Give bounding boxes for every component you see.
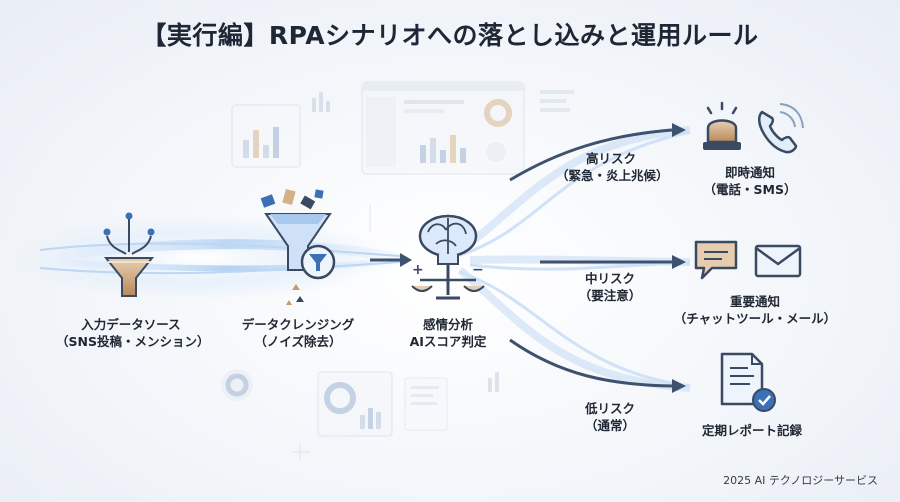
step-label: 感情分析 (422, 317, 473, 332)
mail-icon (754, 244, 802, 278)
risk-label: 低リスク (584, 401, 635, 416)
risk-high: 高リスク （緊急・炎上兆候） (556, 150, 669, 184)
action-immediate-notice: 即時通知 （電話・SMS） (690, 164, 810, 198)
action-label: 重要通知 (729, 294, 780, 309)
action-sublabel: （チャットツール・メール） (673, 311, 837, 326)
background-dashboards (221, 81, 574, 460)
footer-copyright: 2025 AI テクノロジーサービス (723, 474, 878, 487)
step-input-source: 入力データソース （SNS投稿・メンション） (56, 316, 210, 350)
step-sublabel: （ノイズ除去） (254, 334, 342, 349)
phone-icon (758, 103, 804, 154)
action-label: 即時通知 (724, 165, 775, 180)
chat-icon (694, 240, 738, 280)
action-sublabel: （電話・SMS） (703, 182, 797, 197)
svg-text:+: + (412, 262, 424, 278)
brain-scale-icon: + − (411, 214, 485, 300)
risk-label: 中リスク (584, 271, 635, 286)
action-label: 定期レポート記録 (701, 423, 802, 438)
input-funnel-icon (103, 212, 155, 297)
step-label: 入力データソース (81, 317, 181, 332)
flow-arrows (370, 123, 686, 393)
report-icon (720, 352, 776, 412)
step-data-cleansing: データクレンジング （ノイズ除去） (228, 316, 368, 350)
risk-low: 低リスク （通常） (560, 400, 660, 434)
action-periodic-report: 定期レポート記録 (682, 422, 822, 439)
cleansing-funnel-icon (260, 188, 336, 305)
action-important-notice: 重要通知 （チャットツール・メール） (660, 293, 850, 327)
step-sentiment-analysis: 感情分析 AIスコア判定 (398, 316, 498, 350)
risk-label: 高リスク (585, 151, 636, 166)
risk-sublabel: （要注意） (578, 288, 642, 303)
step-label: データクレンジング (241, 317, 355, 332)
svg-text:−: − (472, 262, 484, 278)
alarm-icon (703, 101, 741, 150)
risk-sublabel: （通常） (584, 418, 635, 433)
page-title: 【実行編】RPAシナリオへの落とし込みと運用ルール (141, 21, 759, 50)
risk-medium: 中リスク （要注意） (560, 270, 660, 304)
step-sublabel: （SNS投稿・メンション） (56, 334, 210, 349)
risk-sublabel: （緊急・炎上兆候） (556, 168, 669, 183)
step-sublabel: AIスコア判定 (409, 334, 487, 349)
